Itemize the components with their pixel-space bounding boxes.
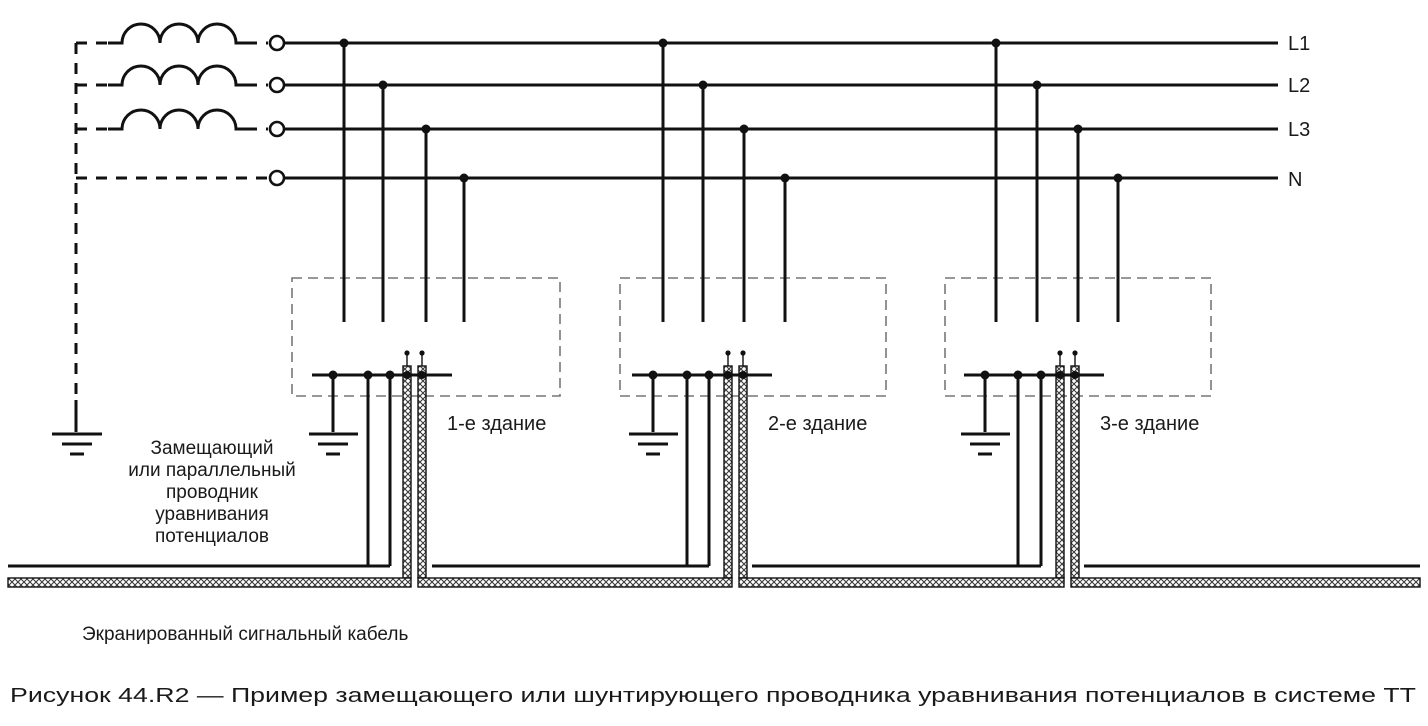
terminal-icon	[268, 34, 286, 52]
shielded-cable-icon	[738, 577, 1065, 588]
junction-dot-icon	[339, 38, 349, 48]
junction-dot-icon	[739, 371, 747, 379]
junction-dot-icon	[1032, 80, 1042, 90]
cable-label: Экранированный сигнальный кабель	[82, 624, 408, 645]
conductor-label-line: Замещающий	[151, 438, 274, 459]
bus-label-l1: L1	[1288, 33, 1310, 55]
shielded-cable-icon	[417, 577, 733, 588]
junction-dot-icon	[403, 371, 411, 379]
terminal-icon	[268, 120, 286, 138]
bus-label-l2: L2	[1288, 75, 1310, 97]
junction-dot-icon	[658, 38, 668, 48]
junction-dot-icon	[980, 370, 990, 380]
bus-label-n: N	[1288, 169, 1302, 191]
building-3	[944, 38, 1212, 579]
junction-dot-icon	[1056, 371, 1064, 379]
junction-dot-icon	[418, 371, 426, 379]
junction-dot-icon	[724, 371, 732, 379]
source-dashed-connections	[74, 41, 268, 432]
junction-dot-icon	[698, 80, 708, 90]
junction-dot-icon	[1113, 173, 1123, 183]
junction-dot-icon	[1013, 370, 1023, 380]
building-1	[291, 38, 561, 579]
shielded-cable-icon	[402, 365, 412, 579]
conductor-label-line: проводник	[166, 482, 259, 503]
terminal-icon	[268, 76, 286, 94]
shielded-cable-icon	[7, 577, 412, 588]
building-1-label: 1-е здание	[447, 413, 546, 435]
conductor-label-line: уравнивания	[155, 504, 268, 525]
building-2-label: 2-е здание	[768, 413, 867, 435]
shielded-cable-icon	[1070, 577, 1421, 588]
junction-dot-icon	[1036, 370, 1046, 380]
conductor-label: Замещающий или параллельный проводник ур…	[128, 438, 295, 547]
shielded-cable-icon	[417, 365, 427, 579]
shielded-cable-icon	[723, 365, 733, 579]
shielded-cable-icon	[1070, 365, 1080, 579]
junction-dot-icon	[421, 124, 431, 134]
ground-icon	[52, 432, 102, 456]
terminal-icon	[268, 169, 286, 187]
conductor-label-line: потенциалов	[155, 526, 269, 547]
junction-dot-icon	[739, 124, 749, 134]
inductor-coil-icon	[108, 108, 246, 131]
junction-dot-icon	[1073, 124, 1083, 134]
transformer-windings	[108, 22, 246, 131]
building-2-boundary	[619, 277, 887, 397]
junction-dot-icon	[780, 173, 790, 183]
inductor-coil-icon	[108, 22, 246, 45]
building-3-label: 3-е здание	[1100, 413, 1199, 435]
inductor-coil-icon	[108, 64, 246, 87]
building-2	[619, 38, 887, 579]
junction-dot-icon	[328, 370, 338, 380]
junction-dot-icon	[363, 370, 373, 380]
junction-dot-icon	[682, 370, 692, 380]
junction-dot-icon	[704, 370, 714, 380]
conductor-label-line: или параллельный	[128, 460, 295, 481]
junction-dot-icon	[1071, 371, 1079, 379]
busbars	[268, 34, 1278, 187]
shielded-signal-cable	[7, 577, 1421, 588]
shielded-cable-icon	[1055, 365, 1065, 579]
junction-dot-icon	[378, 80, 388, 90]
shielded-cable-icon	[738, 365, 748, 579]
junction-dot-icon	[385, 370, 395, 380]
junction-dot-icon	[459, 173, 469, 183]
bus-label-l3: L3	[1288, 119, 1310, 141]
junction-dot-icon	[991, 38, 1001, 48]
junction-dot-icon	[648, 370, 658, 380]
figure-caption: Рисунок 44.R2 — Пример замещающего или ш…	[10, 685, 1416, 707]
